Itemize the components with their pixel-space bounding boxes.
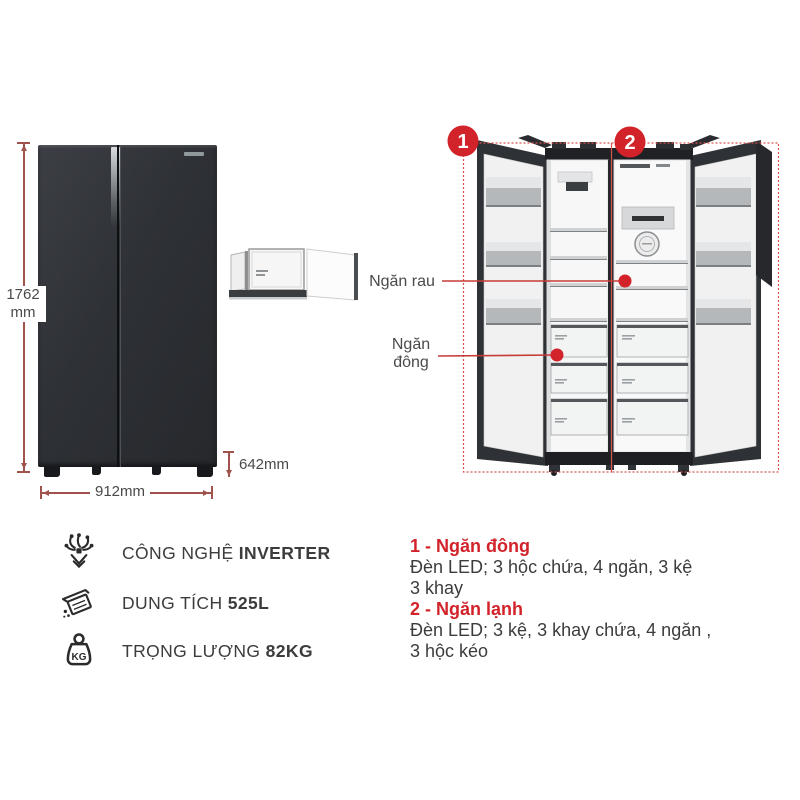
fridge-foot-inner-left bbox=[92, 467, 101, 475]
freezer-shelves bbox=[550, 228, 607, 322]
height-arrow-down bbox=[21, 463, 27, 469]
cabinet-base bbox=[545, 452, 693, 465]
fridge-handle-shine bbox=[111, 147, 120, 227]
fridge-foot-right bbox=[197, 466, 213, 477]
freezer-compartment-label: Ngăn đông bbox=[391, 336, 431, 371]
fridge-door-divider bbox=[117, 145, 119, 467]
vegetable-callout-dot bbox=[618, 274, 632, 288]
marker-1-badge: 1 bbox=[447, 125, 479, 157]
depth-dimension-line bbox=[228, 452, 230, 477]
inset-partial-drawer bbox=[230, 251, 246, 292]
spec-title-freezer: 1 - Ngăn đông bbox=[410, 536, 530, 556]
right-door-bins bbox=[696, 177, 751, 325]
inset-drawer-label-mark bbox=[256, 270, 268, 272]
marker-2-badge: 2 bbox=[614, 126, 646, 158]
height-arrow-up bbox=[21, 145, 27, 151]
left-door-bins bbox=[486, 177, 541, 325]
feature-row-inverter: CÔNG NGHỆ INVERTER bbox=[58, 532, 330, 574]
freezer-led-panel bbox=[557, 171, 593, 183]
inset-door-edge bbox=[354, 253, 358, 300]
left-hinge-arm bbox=[518, 135, 552, 148]
feature-inverter-text: CÔNG NGHỆ INVERTER bbox=[122, 542, 331, 563]
height-dimension-cap-top bbox=[17, 142, 30, 144]
spec-line: 3 khay bbox=[410, 578, 464, 598]
depth-dimension-label: 642mm bbox=[239, 456, 290, 474]
freezer-callout-dot bbox=[550, 348, 564, 362]
spec-group-fridge: 2 - Ngăn lạnh Đèn LED; 3 kệ, 3 khay chứa… bbox=[410, 599, 740, 662]
fridge-vent bbox=[620, 164, 650, 168]
inset-main-drawer bbox=[248, 248, 305, 291]
vegetable-compartment-label: Ngăn rau bbox=[369, 273, 435, 290]
fridge-foot-left bbox=[44, 466, 60, 477]
depth-arrow-down bbox=[226, 470, 232, 476]
width-arrow-left bbox=[43, 490, 49, 496]
fridge-door-edge-highlight bbox=[120, 145, 121, 467]
fridge-drawers bbox=[616, 324, 689, 436]
spec-line: Đèn LED; 3 kệ, 3 khay chứa, 4 ngăn , bbox=[410, 620, 712, 640]
feature-capacity-text: DUNG TÍCH 525L bbox=[122, 592, 270, 613]
freezer-callout-line bbox=[437, 354, 558, 357]
width-arrow-right bbox=[203, 490, 209, 496]
casters bbox=[549, 465, 689, 476]
right-hinge-arm bbox=[686, 135, 720, 148]
closed-fridge-front-view bbox=[38, 145, 217, 467]
marker-2-number: 2 bbox=[624, 132, 635, 154]
spec-text-block: 1 - Ngăn đông Đèn LED; 3 hộc chứa, 4 ngă… bbox=[410, 536, 740, 662]
cabinet-top-frame bbox=[545, 148, 693, 160]
right-door-dark-edge bbox=[756, 141, 772, 287]
width-dimension-cap-left bbox=[40, 486, 42, 499]
spec-line: 3 hộc kéo bbox=[410, 641, 489, 661]
spec-line: Đèn LED; 3 hộc chứa, 4 ngăn, 3 kệ bbox=[410, 557, 693, 577]
inset-drawer-gap bbox=[245, 251, 248, 291]
freezer-drawers bbox=[550, 324, 608, 436]
weight-kettlebell-icon: KG bbox=[58, 630, 100, 672]
width-dimension-cap-right bbox=[211, 486, 213, 499]
marker-1-number: 1 bbox=[457, 131, 468, 153]
hinge-block bbox=[552, 142, 566, 149]
feature-row-weight: KG TRỌNG LƯỢNG 82KG bbox=[58, 630, 313, 672]
fridge-shelves bbox=[616, 260, 688, 322]
inset-dark-rail bbox=[229, 290, 307, 297]
fridge-foot-inner-right bbox=[152, 467, 161, 475]
drawer-closeup-inset bbox=[229, 248, 358, 301]
spec-group-freezer: 1 - Ngăn đông Đèn LED; 3 hộc chứa, 4 ngă… bbox=[410, 536, 740, 599]
width-dimension-label: 912mm bbox=[90, 483, 151, 501]
open-fridge-interior-view: 1 2 bbox=[437, 125, 780, 476]
height-dimension-label: 1762 mm bbox=[0, 286, 46, 322]
freezer-dashed-outline bbox=[462, 142, 613, 473]
brand-logo-mark bbox=[184, 152, 204, 156]
inverter-circuit-icon bbox=[58, 532, 100, 574]
weight-icon-kg-text: KG bbox=[72, 652, 87, 663]
spec-title-fridge: 2 - Ngăn lạnh bbox=[410, 599, 524, 619]
temperature-dial bbox=[634, 231, 660, 257]
depth-dimension-cap-top bbox=[223, 451, 234, 453]
feature-weight-text: TRỌNG LƯỢNG 82KG bbox=[122, 640, 313, 661]
height-dimension-cap-bottom bbox=[17, 471, 30, 473]
capacity-box-icon bbox=[58, 582, 100, 624]
inset-open-door bbox=[306, 248, 356, 301]
feature-row-capacity: DUNG TÍCH 525L bbox=[58, 582, 269, 624]
